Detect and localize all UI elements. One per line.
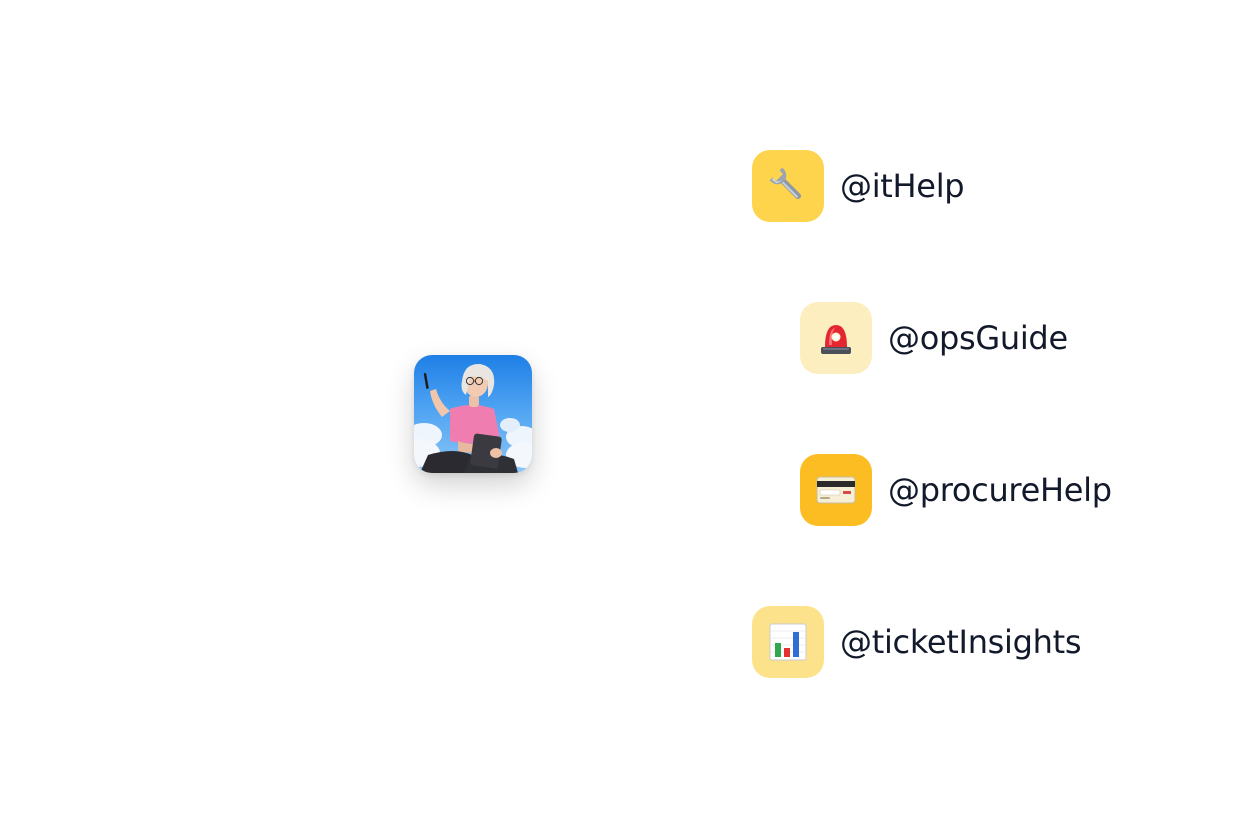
siren-icon (800, 302, 872, 374)
bar-chart-icon (752, 606, 824, 678)
agent-label-ithelp: @itHelp (840, 167, 965, 205)
person-avatar-image (414, 363, 532, 473)
agent-label-procurehelp: @procureHelp (888, 471, 1112, 509)
agent-label-opsguide: @opsGuide (888, 319, 1068, 357)
agent-label-ticketinsights: @ticketInsights (840, 623, 1082, 661)
credit-card-icon (800, 454, 872, 526)
user-avatar[interactable] (414, 355, 532, 473)
agent-item-ticketinsights[interactable]: @ticketInsights (752, 606, 1082, 678)
agent-item-ithelp[interactable]: @itHelp (752, 150, 965, 222)
wrench-icon (752, 150, 824, 222)
agent-item-procurehelp[interactable]: @procureHelp (800, 454, 1112, 526)
agent-item-opsguide[interactable]: @opsGuide (800, 302, 1068, 374)
